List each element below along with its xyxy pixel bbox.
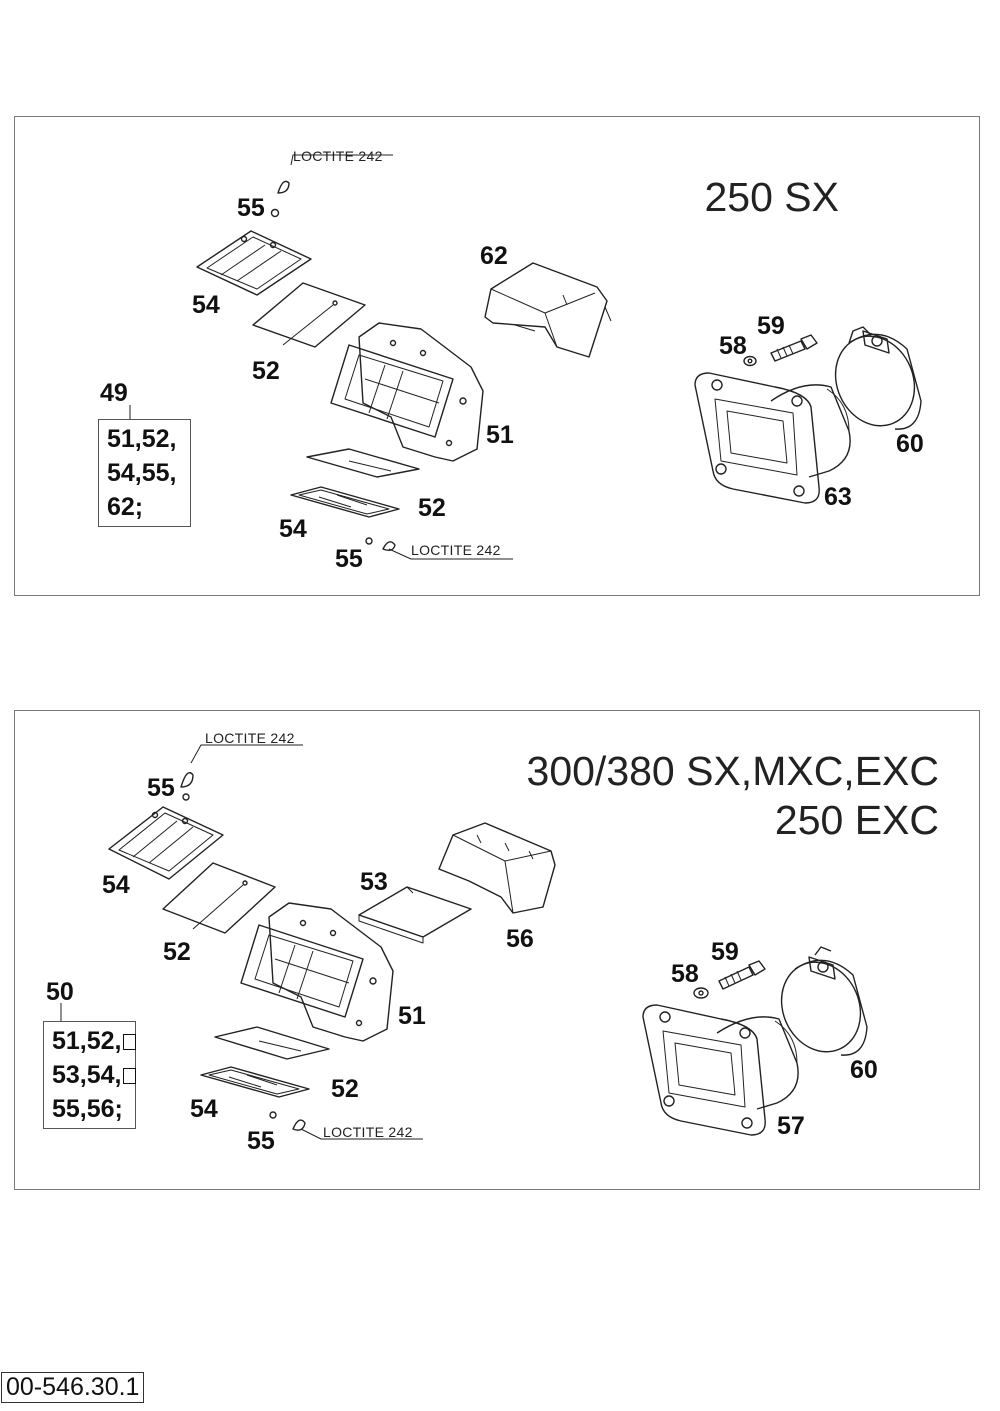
part-label-reed-top: 54 (102, 871, 130, 899)
part-label-washer: 58 (671, 960, 699, 988)
screw-bottom-part (365, 537, 396, 552)
part-label-bolt: 59 (757, 312, 785, 340)
stop-plate-bottom-part (214, 1026, 330, 1060)
reed-petal-bottom-part (200, 1066, 310, 1098)
kit-number: 49 (100, 379, 128, 407)
kit-number: 50 (46, 978, 74, 1006)
loctite-note-bottom: LOCTITE 242 (323, 1124, 413, 1140)
hose-clamp-part (834, 326, 922, 430)
loctite-note-top: LOCTITE 242 (205, 730, 295, 746)
kit-line-wrap: 51,52, (52, 1024, 136, 1058)
stop-plate-bottom-part (306, 448, 420, 478)
part-label-reed-bottom: 54 (279, 515, 307, 543)
kit-line: 55,56; (52, 1095, 123, 1123)
model-title: 300/380 SX,MXC,EXC 250 EXC (527, 751, 939, 841)
reed-block-part (240, 902, 394, 1042)
part-label-washer: 58 (719, 332, 747, 360)
part-label-block: 51 (486, 421, 514, 449)
screw-bottom-part (269, 1111, 306, 1131)
spacer-part (438, 822, 556, 914)
washer-part (743, 355, 757, 367)
screw-top-part (180, 772, 194, 801)
kit-line: 54,55, (107, 459, 177, 487)
kit-line-wrap: 53,54, (52, 1058, 136, 1092)
kit-line: 53,54, (52, 1061, 122, 1089)
part-label-reed-top: 54 (192, 291, 220, 319)
part-label-bolt: 59 (711, 938, 739, 966)
reed-petal-bottom-part (290, 486, 400, 518)
exploded-view-drawing (60, 744, 868, 1140)
loctite-note-top: LOCTITE 242 (293, 148, 383, 164)
stop-plate-top-part (162, 862, 276, 934)
part-label-plate-top: 52 (252, 357, 280, 385)
screw-top-part (270, 180, 290, 218)
reed-petal-top-part (196, 230, 312, 296)
model-title-line: 250 SX (704, 174, 840, 220)
diagram-panel-300-380: LOCTITE 242 LOCTITE 242 300/380 SX,MXC,E… (14, 710, 980, 1190)
kit-contents-box: 51,52, 54,55, 62; (98, 419, 191, 527)
part-label-screw-bottom: 55 (335, 545, 363, 573)
part-label-spacer: 62 (480, 242, 508, 270)
part-label-flange: 63 (824, 483, 852, 511)
checkbox-square-icon (122, 1034, 136, 1050)
part-label-screw-bottom: 55 (247, 1127, 275, 1155)
part-label-middle-plate: 53 (360, 868, 388, 896)
leader-lines (60, 744, 423, 1140)
exploded-view-drawing (129, 154, 922, 560)
part-label-clamp: 60 (896, 430, 924, 458)
part-label-flange: 57 (777, 1112, 805, 1140)
spacer-part (484, 262, 612, 358)
kit-line: 51,52, (52, 1027, 122, 1055)
leader-lines (129, 154, 513, 560)
part-label-reed-bottom: 54 (190, 1095, 218, 1123)
part-label-block: 51 (398, 1002, 426, 1030)
part-label-screw-top: 55 (237, 194, 265, 222)
document-number: 00-546.30.1 (1, 1372, 145, 1403)
kit-line: 51,52, (107, 425, 177, 453)
hose-clamp-part (780, 946, 868, 1056)
bolt-part (770, 334, 818, 362)
intake-flange-part (642, 1004, 799, 1136)
part-label-plate-bottom: 52 (418, 494, 446, 522)
loctite-note-bottom: LOCTITE 242 (411, 542, 501, 558)
model-title-line: 300/380 SX,MXC,EXC (526, 748, 939, 794)
middle-plate-part (358, 886, 472, 944)
bolt-part (718, 960, 766, 990)
intake-flange-part (694, 372, 851, 504)
kit-line-wrap: 55,56; (52, 1092, 127, 1126)
reed-block-part (330, 322, 484, 462)
diagram-panel-250sx: LOCTITE 242 LOCTITE 242 250 SX 55 54 52 … (14, 116, 980, 596)
model-title: 250 SX (705, 177, 840, 218)
checkbox-square-icon (122, 1068, 136, 1084)
part-label-spacer: 56 (506, 925, 534, 953)
washer-part (693, 987, 709, 999)
part-label-plate-top: 52 (163, 938, 191, 966)
part-label-screw-top: 55 (147, 774, 175, 802)
reed-petal-top-part (108, 806, 224, 880)
kit-line: 62; (107, 493, 144, 521)
model-title-line: 250 EXC (774, 797, 939, 843)
part-label-plate-bottom: 52 (331, 1075, 359, 1103)
kit-contents-box: 51,52, 53,54, 55,56; (43, 1021, 136, 1129)
part-label-clamp: 60 (850, 1056, 878, 1084)
stop-plate-top-part (252, 282, 366, 348)
